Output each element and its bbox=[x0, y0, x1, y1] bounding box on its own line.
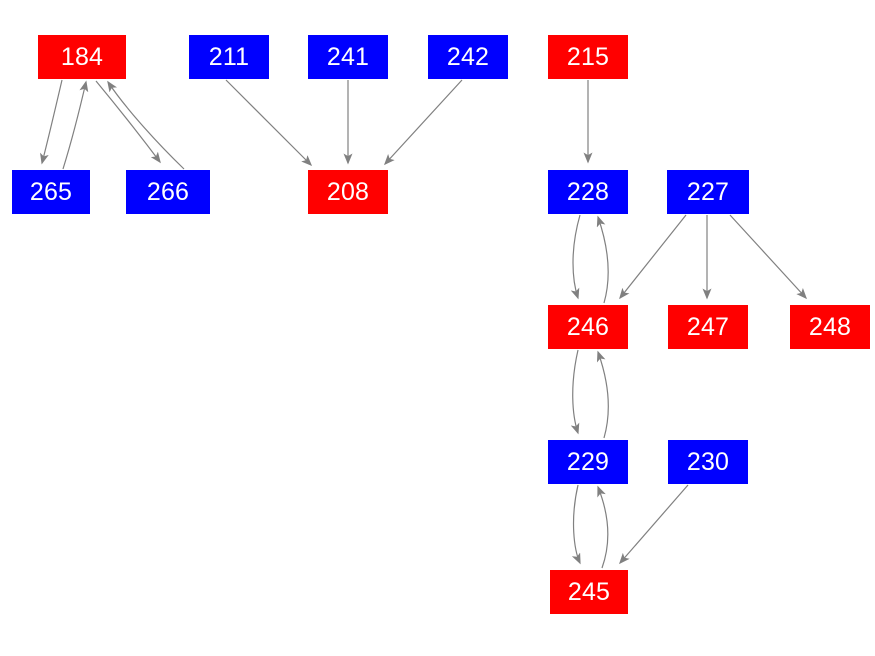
edge-229-to-246 bbox=[596, 350, 609, 439]
edge-242-to-208 bbox=[383, 79, 463, 166]
graph-node-248[interactable]: 248 bbox=[790, 305, 870, 349]
node-label-230: 230 bbox=[686, 447, 730, 476]
node-label-265: 265 bbox=[29, 177, 73, 206]
edge-group bbox=[40, 79, 808, 569]
node-label-248: 248 bbox=[808, 312, 852, 341]
edge-184-to-266 bbox=[95, 80, 161, 164]
node-label-242: 242 bbox=[446, 42, 490, 71]
graph-node-265[interactable]: 265 bbox=[12, 170, 90, 214]
graph-node-247[interactable]: 247 bbox=[668, 305, 748, 349]
edge-229-to-245 bbox=[571, 484, 581, 565]
edge-265-to-184 bbox=[62, 80, 89, 170]
node-label-229: 229 bbox=[566, 447, 610, 476]
graph-node-246[interactable]: 246 bbox=[548, 305, 628, 349]
graph-node-245[interactable]: 245 bbox=[550, 570, 628, 614]
graph-node-266[interactable]: 266 bbox=[126, 170, 210, 214]
edge-184-to-265 bbox=[40, 79, 63, 165]
edge-227-to-248 bbox=[729, 214, 808, 300]
edge-266-to-184 bbox=[107, 80, 185, 170]
edge-227-to-246 bbox=[619, 214, 687, 300]
node-label-247: 247 bbox=[686, 312, 730, 341]
node-label-246: 246 bbox=[566, 312, 610, 341]
graph-node-230[interactable]: 230 bbox=[668, 440, 748, 484]
edge-245-to-229 bbox=[597, 485, 609, 569]
graph-node-242[interactable]: 242 bbox=[428, 35, 508, 79]
graph-node-227[interactable]: 227 bbox=[667, 170, 749, 214]
edge-246-to-228 bbox=[596, 215, 609, 304]
graph-node-184[interactable]: 184 bbox=[38, 35, 126, 79]
graph-node-211[interactable]: 211 bbox=[189, 35, 269, 79]
graph-node-241[interactable]: 241 bbox=[308, 35, 388, 79]
node-label-227: 227 bbox=[686, 177, 730, 206]
edge-230-to-245 bbox=[619, 484, 689, 565]
node-label-266: 266 bbox=[146, 177, 190, 206]
node-label-208: 208 bbox=[326, 177, 370, 206]
node-label-184: 184 bbox=[60, 42, 104, 71]
edge-228-to-246 bbox=[570, 214, 581, 300]
node-label-228: 228 bbox=[566, 177, 610, 206]
graph-node-229[interactable]: 229 bbox=[548, 440, 628, 484]
graph-node-215[interactable]: 215 bbox=[548, 35, 628, 79]
node-label-215: 215 bbox=[566, 42, 610, 71]
graph-node-208[interactable]: 208 bbox=[308, 170, 388, 214]
graph-node-228[interactable]: 228 bbox=[548, 170, 628, 214]
node-label-211: 211 bbox=[208, 42, 250, 71]
node-label-241: 241 bbox=[326, 42, 370, 71]
edge-246-to-229 bbox=[570, 349, 580, 435]
node-label-245: 245 bbox=[567, 577, 611, 606]
edge-211-to-208 bbox=[225, 79, 313, 167]
